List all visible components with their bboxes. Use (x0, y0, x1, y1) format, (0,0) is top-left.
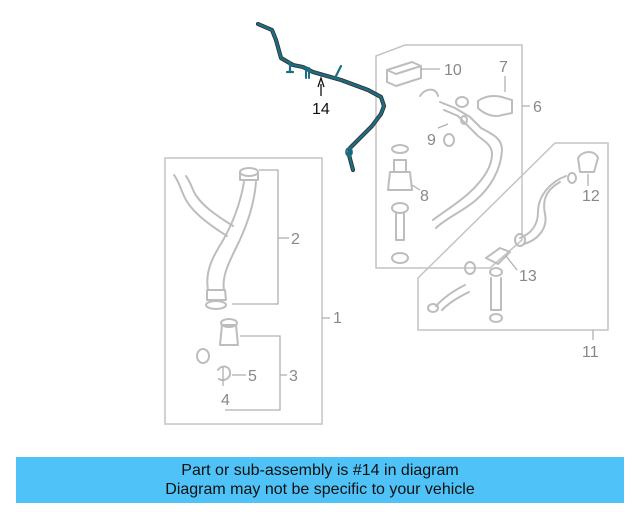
canister-hoses (427, 151, 599, 323)
group-box-11 (417, 142, 609, 331)
leader-lines-left (222, 169, 330, 411)
callout-13: 13 (519, 268, 537, 285)
leader-line-14 (317, 75, 325, 96)
callout-10: 10 (444, 62, 462, 79)
leader-lines-upper-right (411, 68, 530, 191)
callout-12: 12 (582, 188, 600, 205)
info-banner: Part or sub-assembly is #14 in diagram D… (16, 457, 624, 503)
callout-3: 3 (289, 368, 298, 385)
banner-line-2: Diagram may not be specific to your vehi… (165, 481, 475, 498)
filler-pipe-assembly (173, 167, 259, 382)
callout-7: 7 (499, 59, 508, 76)
leader-lines-lower-right (505, 174, 594, 340)
callout-6: 6 (533, 99, 542, 116)
group-box-6 (375, 44, 523, 269)
callout-1: 1 (333, 310, 342, 327)
callout-5: 5 (248, 368, 257, 385)
callout-2: 2 (291, 231, 300, 248)
callout-8: 8 (420, 188, 429, 205)
evap-components (386, 61, 513, 264)
callout-14: 14 (312, 101, 330, 118)
banner-line-1: Part or sub-assembly is #14 in diagram (181, 462, 459, 479)
part-14-vent-line[interactable] (255, 21, 387, 173)
callout-11: 11 (582, 344, 599, 361)
parts-diagram: 1 2 3 4 5 6 7 8 9 10 11 12 13 14 (164, 21, 609, 425)
callout-4: 4 (221, 392, 230, 409)
group-box-1 (164, 157, 323, 425)
callout-9: 9 (427, 132, 436, 149)
